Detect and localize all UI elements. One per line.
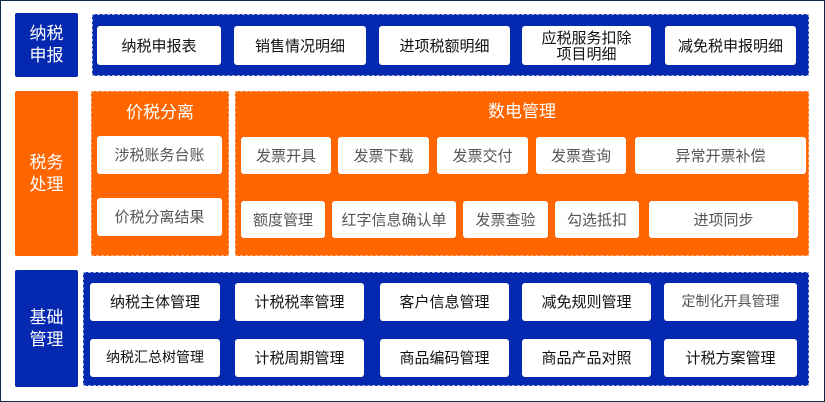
- label-text: 纳税申报: [29, 24, 64, 66]
- module-button[interactable]: 纳税申报表: [97, 26, 221, 65]
- module-button[interactable]: 计税周期管理: [235, 339, 364, 377]
- section-label-basic-management: 基础管理: [15, 270, 78, 387]
- module-button[interactable]: 减免规则管理: [522, 283, 651, 321]
- module-button[interactable]: 发票交付: [437, 137, 528, 174]
- module-button[interactable]: 异常开票补偿: [635, 137, 806, 174]
- module-button[interactable]: 发票开具: [241, 137, 331, 174]
- module-button[interactable]: 红字信息确认单: [332, 201, 456, 238]
- module-button[interactable]: 商品产品对照: [522, 339, 651, 377]
- label-text: 税务处理: [29, 152, 64, 195]
- module-button[interactable]: 客户信息管理: [380, 283, 509, 321]
- module-button[interactable]: 纳税汇总树管理: [90, 339, 220, 377]
- group-title: 数电管理: [488, 102, 556, 122]
- module-button[interactable]: 商品编码管理: [380, 339, 509, 377]
- module-button[interactable]: 发票下载: [338, 137, 429, 174]
- module-button[interactable]: 销售情况明细: [234, 26, 366, 65]
- section-label-tax-filing: 纳税申报: [15, 13, 78, 77]
- module-button[interactable]: 计税方案管理: [664, 339, 797, 377]
- module-button[interactable]: 涉税账务台账: [97, 136, 222, 174]
- module-button[interactable]: 进项税额明细: [379, 26, 510, 65]
- module-button[interactable]: 纳税主体管理: [90, 283, 220, 321]
- module-button[interactable]: 进项同步: [649, 201, 798, 238]
- module-button[interactable]: 计税税率管理: [235, 283, 364, 321]
- label-text: 基础管理: [29, 307, 64, 350]
- module-button[interactable]: 应税服务扣除项目明细: [522, 26, 651, 65]
- module-button[interactable]: 价税分离结果: [97, 198, 222, 236]
- module-button[interactable]: 发票查询: [536, 137, 626, 174]
- module-button[interactable]: 勾选抵扣: [555, 201, 639, 238]
- section-label-tax-processing: 税务处理: [15, 91, 78, 256]
- group-title: 价税分离: [126, 103, 194, 123]
- module-button[interactable]: 定制化开具管理: [664, 283, 797, 321]
- module-button[interactable]: 减免税申报明细: [665, 26, 796, 65]
- module-button[interactable]: 发票查验: [463, 201, 548, 238]
- module-button[interactable]: 额度管理: [241, 201, 325, 238]
